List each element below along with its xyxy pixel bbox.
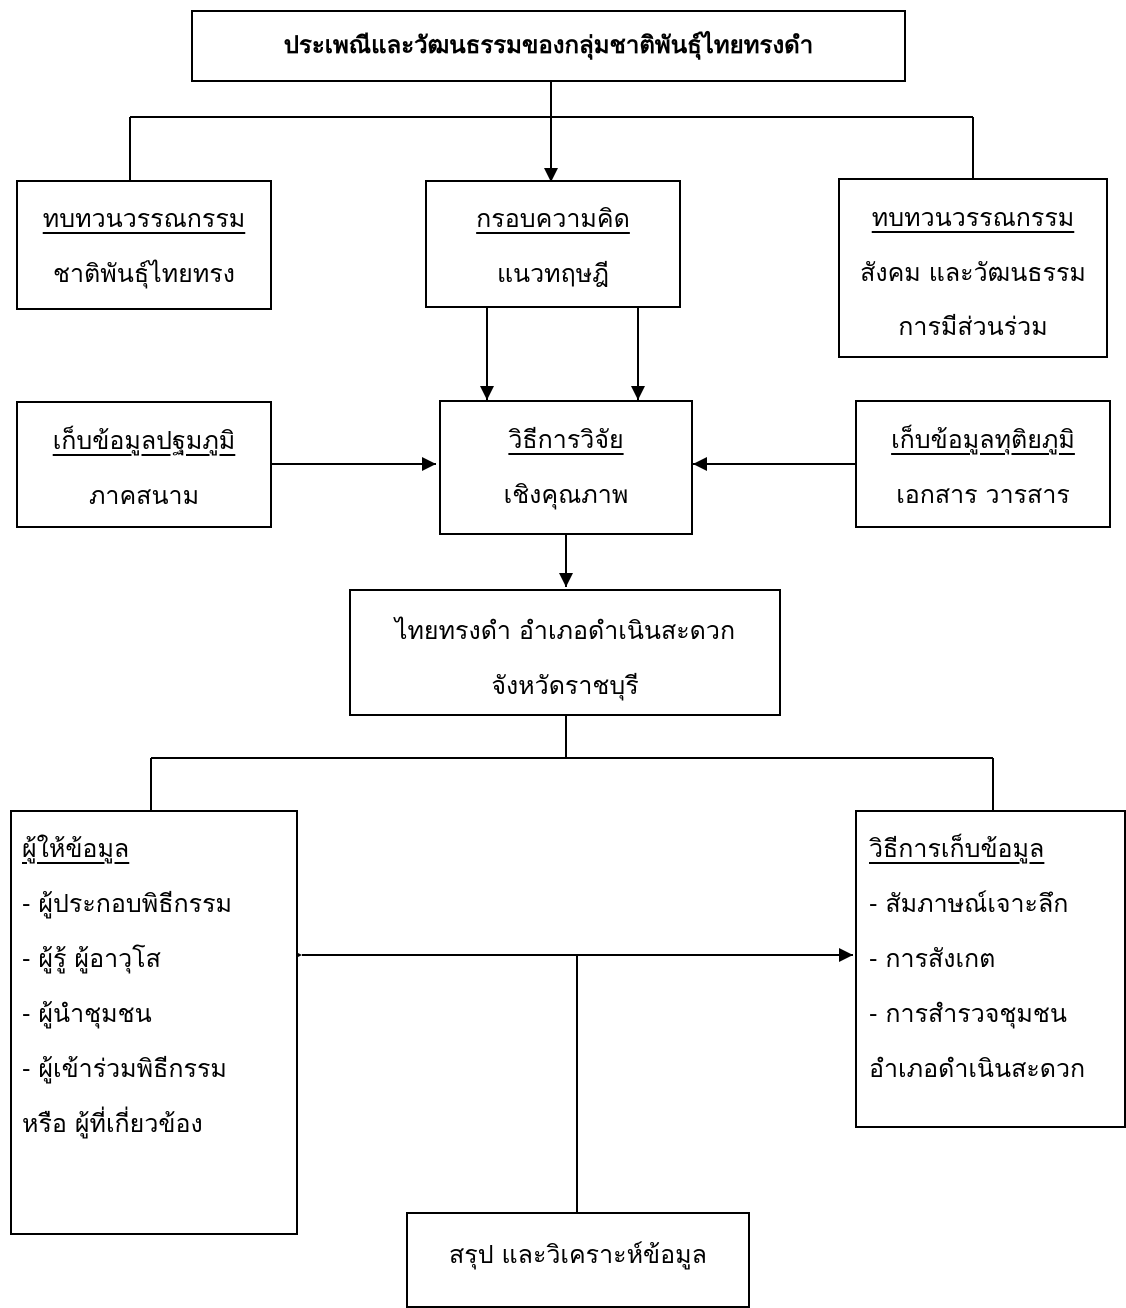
framework-heading: กรอบความคิด bbox=[476, 204, 630, 233]
informants-heading: ผู้ให้ข้อมูล bbox=[22, 834, 130, 863]
lit-review-ethnic-line1: ชาติพันธุ์ไทยทรง bbox=[53, 259, 235, 288]
primary-data-heading: เก็บข้อมูลปฐมภูมิ bbox=[52, 426, 236, 455]
research-method-line1: เชิงคุณภาพ bbox=[503, 480, 629, 509]
data-collection-box: วิธีการเก็บข้อมูล - สัมภาษณ์เจาะลึก - กา… bbox=[855, 810, 1126, 1128]
study-site-box: ไทยทรงดำ อำเภอดำเนินสะดวก จังหวัดราชบุรี bbox=[349, 589, 781, 716]
title-text: ประเพณีและวัฒนธรรมของกลุ่มชาติพันธุ์ไทยท… bbox=[283, 30, 814, 59]
lit-review-social-box: ทบทวนวรรณกรรม สังคม และวัฒนธรรม การมีส่ว… bbox=[838, 178, 1108, 358]
primary-data-box: เก็บข้อมูลปฐมภูมิ ภาคสนาม bbox=[16, 401, 272, 528]
data-collection-heading: วิธีการเก็บข้อมูล bbox=[869, 834, 1045, 863]
lit-review-social-line1: สังคม และวัฒนธรรม bbox=[860, 258, 1086, 287]
informant-item: - ผู้เข้าร่วมพิธีกรรม bbox=[22, 1054, 227, 1083]
informant-item: - ผู้นำชุมชน bbox=[22, 999, 152, 1028]
secondary-data-heading: เก็บข้อมูลทุติยภูมิ bbox=[891, 425, 1075, 454]
research-method-heading: วิธีการวิจัย bbox=[508, 425, 624, 454]
collection-item: อำเภอดำเนินสะดวก bbox=[869, 1054, 1086, 1083]
primary-data-line1: ภาคสนาม bbox=[88, 481, 200, 510]
collection-item: - สัมภาษณ์เจาะลึก bbox=[869, 889, 1069, 918]
informants-box: ผู้ให้ข้อมูล - ผู้ประกอบพิธีกรรม - ผู้รู… bbox=[10, 810, 298, 1235]
lit-review-social-line2: การมีส่วนร่วม bbox=[898, 312, 1048, 341]
collection-item: - การสำรวจชุมชน bbox=[869, 999, 1067, 1028]
informant-item: - ผู้รู้ ผู้อาวุโส bbox=[22, 944, 161, 973]
summary-box: สรุป และวิเคราะห์ข้อมูล bbox=[406, 1212, 750, 1308]
secondary-data-line1: เอกสาร วารสาร bbox=[896, 480, 1070, 509]
title-box: ประเพณีและวัฒนธรรมของกลุ่มชาติพันธุ์ไทยท… bbox=[191, 10, 906, 82]
lit-review-ethnic-box: ทบทวนวรรณกรรม ชาติพันธุ์ไทยทรง bbox=[16, 180, 272, 310]
study-site-line1: ไทยทรงดำ อำเภอดำเนินสะดวก bbox=[394, 616, 736, 645]
lit-review-social-heading: ทบทวนวรรณกรรม bbox=[871, 203, 1075, 232]
informant-item: - ผู้ประกอบพิธีกรรม bbox=[22, 889, 232, 918]
summary-line1: สรุป และวิเคราะห์ข้อมูล bbox=[449, 1240, 707, 1269]
lit-review-ethnic-heading: ทบทวนวรรณกรรม bbox=[42, 204, 246, 233]
collection-item: - การสังเกต bbox=[869, 944, 996, 973]
informant-item: หรือ ผู้ที่เกี่ยวข้อง bbox=[22, 1109, 203, 1138]
framework-line1: แนวทฤษฎี bbox=[496, 259, 610, 288]
research-method-box: วิธีการวิจัย เชิงคุณภาพ bbox=[439, 400, 693, 535]
secondary-data-box: เก็บข้อมูลทุติยภูมิ เอกสาร วารสาร bbox=[855, 400, 1111, 528]
framework-box: กรอบความคิด แนวทฤษฎี bbox=[425, 180, 681, 308]
study-site-line2: จังหวัดราชบุรี bbox=[491, 671, 639, 700]
